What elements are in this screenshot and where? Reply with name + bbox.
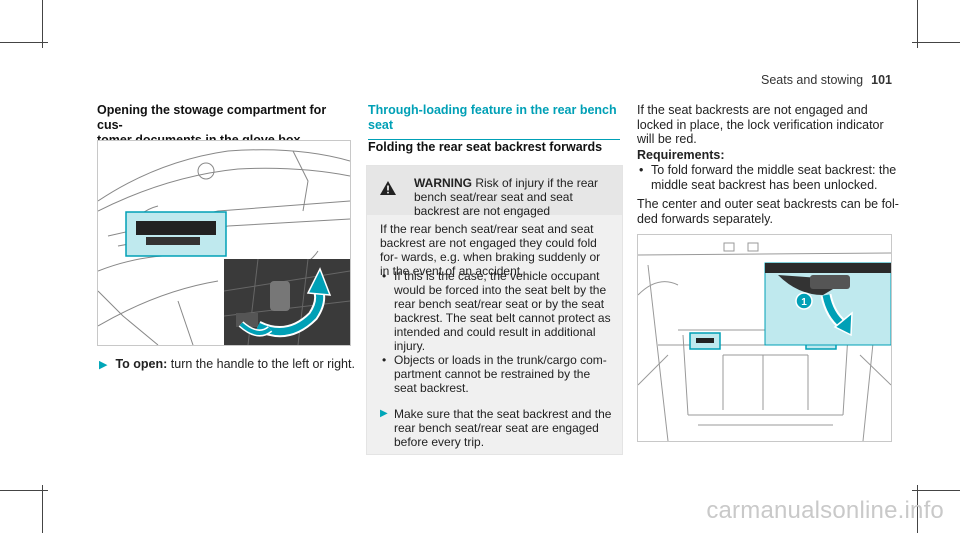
warning-action: ▶ Make sure that the seat backrest and th… xyxy=(380,407,612,449)
requirement-item: • To fold forward the middle seat backres… xyxy=(639,163,899,192)
bullet-dot-icon: • xyxy=(382,269,387,283)
open-step: ▶ To open: turn the handle to the left or… xyxy=(99,357,355,373)
rear-seat-illustration: 1 xyxy=(637,234,892,442)
action-text: Make sure that the seat backrest and the… xyxy=(394,407,612,449)
crop-mark xyxy=(917,0,918,48)
warning-intro: If the rear bench seat/rear seat and sea… xyxy=(380,222,601,278)
callout-number: 1 xyxy=(801,297,807,308)
lock-indicator-text: If the seat backrests are not engaged an… xyxy=(637,103,884,146)
warning-description: Risk of injury if the rear bench seat/re… xyxy=(414,176,599,218)
bullet-text: If this is the case, the vehicle occupan… xyxy=(394,269,611,353)
crop-mark xyxy=(912,490,960,491)
bullet-dot-icon: • xyxy=(639,163,644,177)
glovebox-illustration xyxy=(97,140,351,346)
crop-mark xyxy=(42,0,43,48)
step-text: turn the handle to the left or right. xyxy=(167,357,355,371)
crop-mark xyxy=(0,490,48,491)
crop-mark xyxy=(42,485,43,533)
bullet-text: Objects or loads in the trunk/cargo com-… xyxy=(394,353,607,395)
warning-label: WARNING xyxy=(414,176,472,190)
step-label: To open: xyxy=(115,357,168,371)
action-arrow-icon: ▶ xyxy=(380,408,388,419)
folding-subheading: Folding the rear seat backrest forwards xyxy=(368,140,603,154)
warning-text: WARNING Risk of injury if the rear bench… xyxy=(414,176,614,218)
requirement-text: To fold forward the middle seat backrest… xyxy=(651,163,897,192)
crop-mark xyxy=(912,42,960,43)
crop-mark xyxy=(917,485,918,533)
section-title: Seats and stowing xyxy=(760,73,864,87)
watermark: carmanualsonline.info xyxy=(706,497,944,524)
warning-bullet: • If this is the case, the vehicle occupa… xyxy=(382,269,612,353)
page-number: 101 xyxy=(871,73,892,87)
warning-triangle-icon xyxy=(380,181,396,195)
requirements-heading: Requirements: xyxy=(637,148,725,162)
step-arrow-icon: ▶ xyxy=(99,359,108,371)
warning-header: WARNING Risk of injury if the rear bench… xyxy=(367,166,622,218)
warning-box: WARNING Risk of injury if the rear bench… xyxy=(366,165,623,455)
crop-mark xyxy=(0,42,48,43)
running-header: Seats and stowing 101 xyxy=(761,73,892,87)
separate-fold-note: The center and outer seat backrests can … xyxy=(637,197,899,226)
through-loading-heading: Through-loading feature in the rear benc… xyxy=(368,103,620,140)
warning-bullet: • Objects or loads in the trunk/cargo com… xyxy=(382,353,612,395)
bullet-dot-icon: • xyxy=(382,353,387,367)
